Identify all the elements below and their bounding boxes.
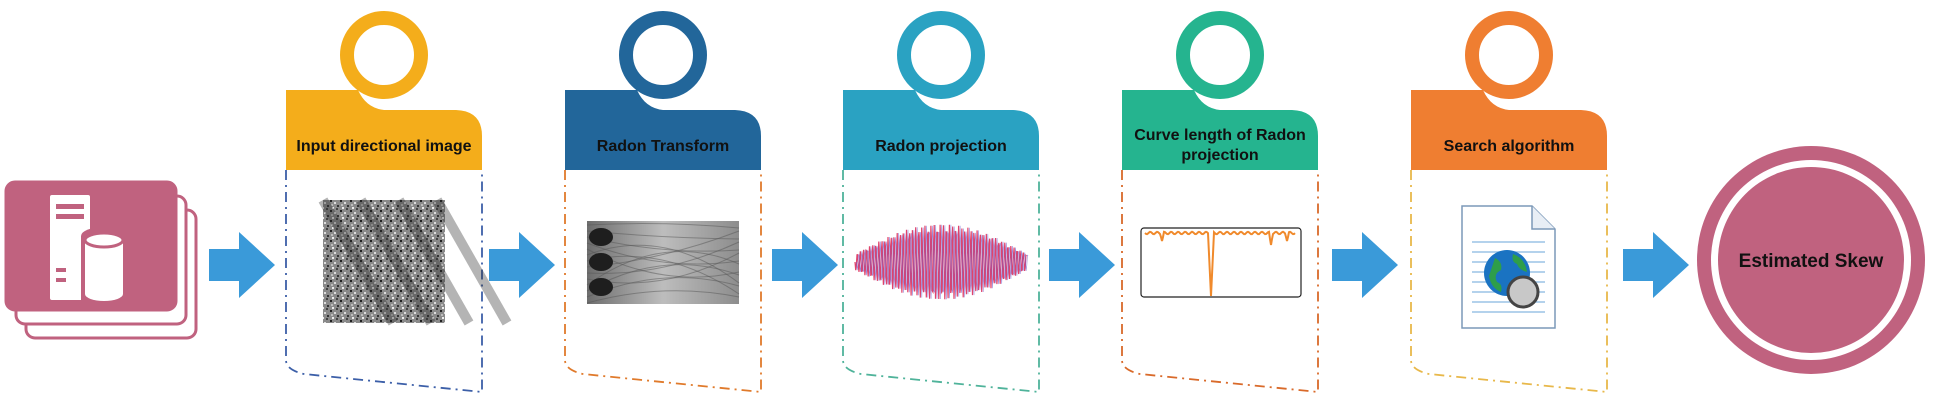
right-arrow-icon — [489, 232, 555, 298]
oscillating-waveform-image — [854, 224, 1029, 300]
stage-label: Radon Transform — [597, 138, 729, 155]
right-arrow-icon — [1623, 232, 1689, 298]
right-arrow-icon — [1049, 232, 1115, 298]
pipeline-stage: Radon projection — [842, 11, 1040, 393]
noise-texture-image — [318, 197, 512, 326]
pipeline-stage: Search algorithm — [1410, 11, 1608, 393]
stage-label: Curve length of Radon — [1134, 127, 1306, 144]
stage-dashed-frame — [1121, 170, 1319, 393]
stage-header-tag — [565, 90, 761, 170]
pipeline-stage: Curve length of Radon projection — [1121, 11, 1319, 393]
stage-ring — [897, 11, 985, 99]
stage-ring — [340, 11, 428, 99]
stage-dashed-frame — [285, 170, 483, 393]
stage-ring — [1176, 11, 1264, 99]
stage-label: Search algorithm — [1444, 138, 1575, 155]
pipeline-stage: Radon Transform — [564, 11, 762, 393]
radon-sinogram-image — [586, 221, 740, 304]
stage-header-tag — [843, 90, 1039, 170]
stage-dashed-frame — [842, 170, 1040, 393]
estimated-skew-node: Estimated Skew — [1697, 146, 1925, 374]
stage-ring — [619, 11, 707, 99]
stage-label: projection — [1181, 147, 1258, 164]
right-arrow-icon — [1332, 232, 1398, 298]
right-arrow-icon — [772, 232, 838, 298]
source-data-stack — [4, 180, 198, 340]
stage-header-tag — [1122, 90, 1318, 170]
stage-ring — [1465, 11, 1553, 99]
stage-label: Input directional image — [296, 138, 471, 155]
server-database-icon — [50, 195, 127, 301]
stage-header-tag — [1411, 90, 1607, 170]
estimated-skew-label: Estimated Skew — [1739, 251, 1884, 272]
stage-dashed-frame — [1410, 170, 1608, 393]
stage-label: Radon projection — [875, 138, 1007, 155]
curve-length-plot-image — [1140, 227, 1302, 298]
stage-dashed-frame — [564, 170, 762, 393]
web-document-icon — [1461, 205, 1556, 329]
right-arrow-icon — [209, 232, 275, 298]
stage-header-tag — [286, 90, 482, 170]
pipeline-stage: Input directional image — [285, 11, 512, 393]
